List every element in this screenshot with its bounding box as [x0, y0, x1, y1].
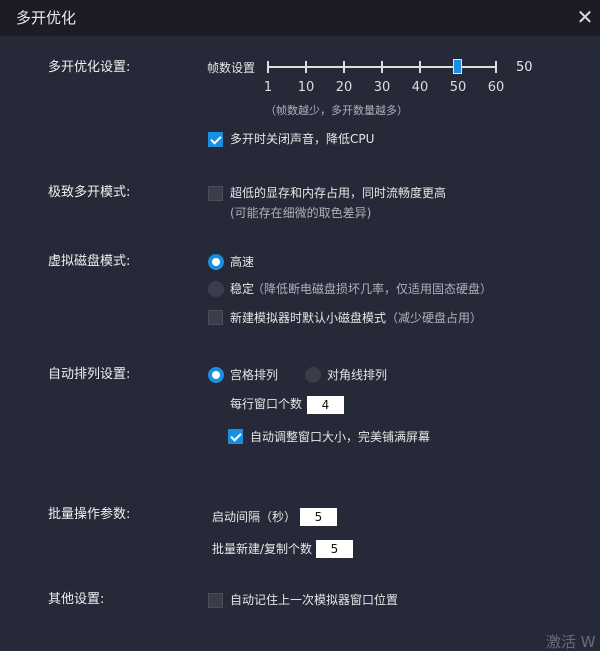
disk-fast-label: 高速 — [230, 255, 255, 269]
mute-checkbox[interactable] — [208, 132, 223, 147]
interval-label: 启动间隔（秒） — [212, 510, 297, 524]
frame-hint: （帧数越少，多开数量越多） — [265, 104, 408, 117]
extreme-label: 极致多开模式: — [48, 185, 131, 200]
remember-label: 自动记住上一次模拟器窗口位置 — [230, 593, 399, 607]
activation-watermark: 激活 W — [546, 633, 596, 651]
auto-resize-checkbox[interactable] — [228, 429, 243, 444]
slider-tick-label: 1 — [263, 80, 273, 95]
mute-label: 多开时关闭声音，降低CPU — [230, 132, 375, 146]
auto-resize-label: 自动调整窗口大小，完美铺满屏幕 — [250, 430, 431, 444]
slider-tick — [381, 61, 383, 73]
title-bar — [0, 0, 600, 36]
batch-label: 批量操作参数: — [48, 507, 131, 522]
slider-tick-label: 50 — [449, 80, 467, 95]
small-disk-label: 新建模拟器时默认小磁盘模式 — [230, 311, 387, 325]
slider-tick-label: 40 — [411, 80, 429, 95]
arrange-label: 自动排列设置: — [48, 367, 131, 382]
per-row-label: 每行窗口个数 — [230, 397, 303, 411]
other-label: 其他设置: — [48, 592, 105, 607]
disk-label: 虚拟磁盘模式: — [48, 254, 131, 269]
count-label: 批量新建/复制个数 — [212, 542, 313, 556]
slider-tick — [343, 61, 345, 73]
small-disk-checkbox[interactable] — [208, 310, 223, 325]
slider-tick — [495, 61, 497, 73]
extreme-checkbox[interactable] — [208, 186, 223, 201]
multi-open-label: 多开优化设置: — [48, 60, 131, 75]
window-title: 多开优化 — [16, 9, 77, 27]
diagonal-label: 对角线排列 — [327, 368, 388, 382]
frame-value: 50 — [516, 60, 533, 75]
interval-input[interactable]: 5 — [300, 508, 337, 526]
extreme-note: (可能存在细微的取色差异) — [230, 206, 372, 220]
slider-tick-label: 30 — [373, 80, 391, 95]
disk-fast-radio[interactable] — [208, 254, 224, 270]
slider-tick — [419, 61, 421, 73]
slider-tick-label: 60 — [487, 80, 505, 95]
per-row-input[interactable]: 4 — [307, 396, 344, 414]
slider-tick-label: 20 — [335, 80, 353, 95]
frame-label: 帧数设置 — [207, 61, 256, 75]
slider-tick — [267, 61, 269, 73]
grid-label: 宫格排列 — [230, 368, 279, 382]
extreme-option: 超低的显存和内存占用，同时流畅度更高 — [230, 186, 447, 200]
close-icon[interactable]: ✕ — [576, 5, 594, 29]
remember-checkbox[interactable] — [208, 593, 223, 608]
diagonal-radio[interactable] — [305, 367, 321, 383]
grid-radio[interactable] — [208, 367, 224, 383]
slider-tick-label: 10 — [297, 80, 315, 95]
small-disk-note: （减少硬盘占用） — [386, 311, 483, 325]
disk-stable-radio[interactable] — [208, 281, 224, 297]
slider-tick — [305, 61, 307, 73]
disk-stable-note: （降低断电磁盘损坏几率，仅适用固态硬盘） — [252, 282, 493, 296]
disk-stable-label: 稳定 — [230, 282, 255, 296]
count-input[interactable]: 5 — [316, 540, 353, 558]
slider-thumb[interactable] — [453, 59, 462, 74]
